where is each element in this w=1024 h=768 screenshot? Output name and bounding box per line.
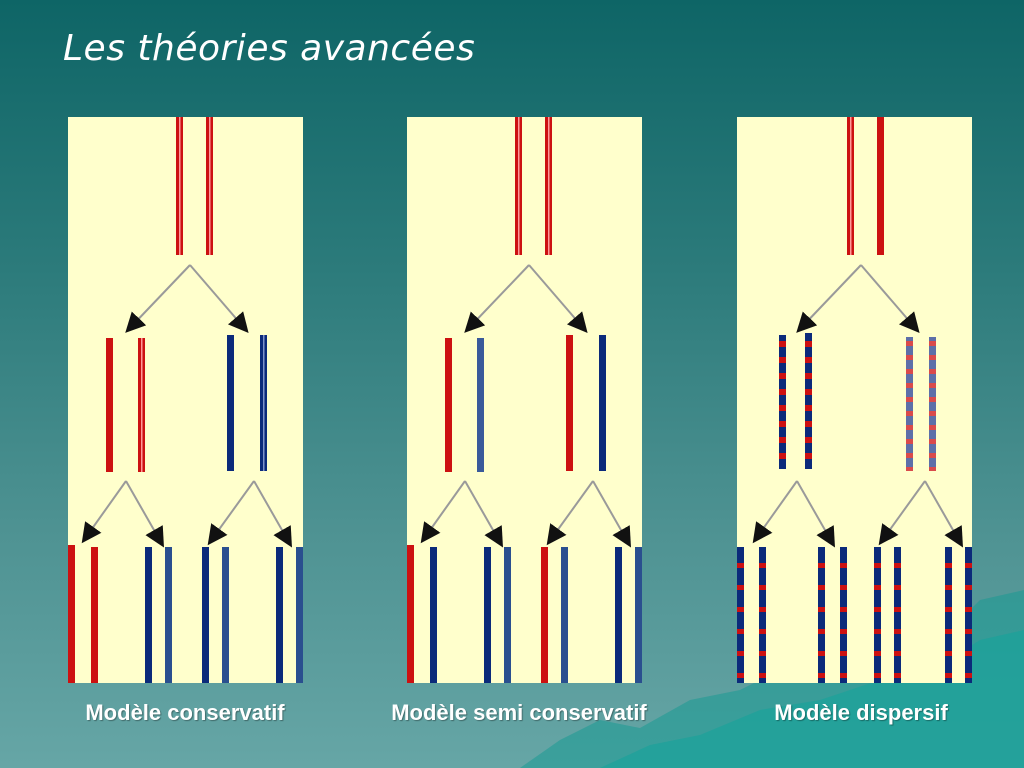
strand-new: [276, 547, 283, 683]
arrow: [464, 264, 530, 333]
diagram-conservative: [68, 117, 303, 683]
arrow: [796, 264, 862, 333]
strand-new: [430, 547, 437, 683]
strand-new: [635, 547, 642, 683]
arrow: [546, 480, 594, 546]
strand-new: [222, 547, 229, 683]
strand-parent: [566, 335, 573, 471]
strand-new: [477, 338, 484, 472]
strand-mixed: [818, 547, 825, 683]
arrow: [189, 264, 249, 334]
arrow: [125, 264, 191, 333]
strand-mixed: [779, 335, 786, 469]
strand-parent: [91, 547, 98, 683]
panel-dispersive-model: [737, 117, 972, 683]
strand-mixed: [840, 547, 847, 683]
panel-semi-conservative-model: [407, 117, 642, 683]
caption-dispersive: Modèle dispersif: [774, 700, 948, 725]
arrow: [592, 480, 631, 548]
strand-parent: [445, 338, 452, 472]
arrow: [878, 480, 926, 546]
arrow: [796, 480, 835, 548]
strand-new: [296, 547, 303, 683]
strand-highlight: [179, 117, 181, 255]
arrow: [924, 480, 963, 548]
arrow: [860, 264, 920, 334]
strand-highlight: [518, 117, 520, 255]
strand-highlight: [850, 117, 852, 255]
arrow: [207, 480, 255, 546]
strand-new: [145, 547, 152, 683]
strand-mixed: [906, 337, 913, 471]
arrow: [464, 480, 503, 548]
strand-mixed: [759, 547, 766, 683]
strand-mixed: [945, 547, 952, 683]
strand-mixed: [894, 547, 901, 683]
strand-new: [202, 547, 209, 683]
arrow: [528, 264, 588, 334]
strand-mixed: [929, 337, 936, 471]
strand-highlight: [548, 117, 550, 255]
strand-highlight: [263, 335, 265, 471]
arrow: [752, 480, 798, 544]
strand-new: [227, 335, 234, 471]
strand-new: [561, 547, 568, 683]
caption-semi-conservative: Modèle semi conservatif: [391, 700, 647, 725]
strand-parent: [407, 545, 414, 683]
strand-parent: [541, 547, 548, 683]
strand-parent: [877, 117, 884, 255]
strand-new: [599, 335, 606, 471]
arrow: [125, 480, 164, 548]
slide-title: Les théories avancées: [63, 28, 476, 69]
arrow: [253, 480, 292, 548]
strand-mixed: [737, 547, 744, 683]
strand-new: [615, 547, 622, 683]
diagram-semi-conservative: [407, 117, 642, 683]
strand-parent: [106, 338, 113, 472]
strand-parent: [68, 545, 75, 683]
strand-highlight: [141, 338, 143, 472]
strand-mixed: [805, 333, 812, 469]
strand-mixed: [874, 547, 881, 683]
arrow: [81, 480, 127, 544]
strand-new: [484, 547, 491, 683]
arrow: [420, 480, 466, 544]
diagram-dispersive: [737, 117, 972, 683]
panel-conservative-model: [68, 117, 303, 683]
strand-new: [504, 547, 511, 683]
strand-mixed: [965, 547, 972, 683]
caption-conservative: Modèle conservatif: [85, 700, 285, 725]
strand-highlight: [209, 117, 211, 255]
strand-new: [165, 547, 172, 683]
